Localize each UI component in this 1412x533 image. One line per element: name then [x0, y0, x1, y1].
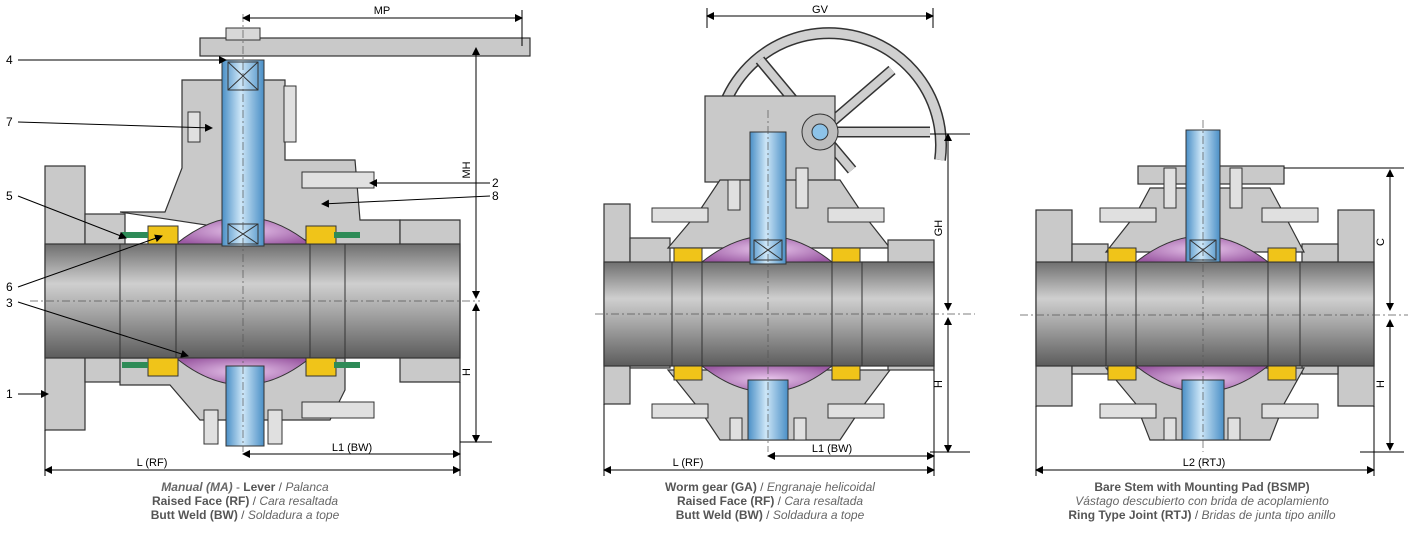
caption-2-line3b: Soldadura a tope: [772, 508, 865, 522]
caption-lever: Manual (MA) - Lever / Palanca Raised Fac…: [150, 480, 340, 522]
caption-3-line3a: Ring Type Joint (RTJ): [1068, 508, 1192, 522]
callout-5: 5: [6, 189, 13, 203]
dim-gh: GH: [933, 220, 945, 237]
callout-3: 3: [6, 296, 13, 310]
valve-bare-stem-drawing: C H L2 (RTJ): [1020, 120, 1408, 476]
caption-2-line2a: Raised Face (RF): [676, 494, 775, 508]
callout-7: 7: [6, 115, 13, 129]
caption-3-line1: Bare Stem with Mounting Pad (BSMP): [1094, 480, 1310, 494]
dim-l-rf-1: L (RF): [137, 457, 168, 469]
callout-2: 2: [492, 176, 499, 190]
caption-2-line2b: Cara resaltada: [784, 494, 864, 508]
caption-1-line1b: Lever: [243, 480, 276, 494]
caption-bare-stem: Bare Stem with Mounting Pad (BSMP) Vásta…: [1068, 480, 1336, 522]
caption-1-line3a: Butt Weld (BW): [150, 508, 238, 522]
caption-gear: Worm gear (GA) / Engranaje helicoidal Ra…: [665, 480, 875, 522]
caption-1-line3b: Soldadura a tope: [247, 508, 340, 522]
dim-h-2: H: [933, 380, 945, 388]
dim-mh: MH: [461, 161, 473, 178]
caption-1-line1c: Palanca: [285, 480, 329, 494]
valve-lever-drawing: MP MH H L (RF) L1 (BW) 4 7 5 6 3 1 2 8: [6, 5, 531, 476]
callout-6: 6: [6, 280, 13, 294]
dim-mp: MP: [374, 5, 391, 17]
caption-1-line2b: Cara resaltada: [259, 494, 339, 508]
dim-h-3: H: [1375, 380, 1387, 388]
caption-3-line3b: Bridas de junta tipo anillo: [1201, 508, 1336, 522]
caption-2-line1a: Worm gear (GA): [665, 480, 757, 494]
dim-l-rf-2: L (RF): [673, 457, 704, 469]
callout-1: 1: [6, 387, 13, 401]
dim-c: C: [1375, 238, 1387, 246]
caption-2-line1b: Engranaje helicoidal: [766, 480, 875, 494]
dim-l2-rtj: L2 (RTJ): [1183, 457, 1226, 469]
dim-l1-bw-1: L1 (BW): [332, 442, 372, 454]
caption-2-line3a: Butt Weld (BW): [675, 508, 763, 522]
dim-gv: GV: [812, 4, 829, 16]
dim-h-1: H: [461, 368, 473, 376]
caption-3-line2: Vástago descubierto con brida de acoplam…: [1075, 494, 1329, 508]
callout-8: 8: [492, 189, 499, 203]
caption-1-sep: -: [232, 480, 244, 494]
valve-gear-drawing: GV GH H L (RF) L1 (BW): [595, 4, 975, 476]
caption-1-line2a: Raised Face (RF): [151, 494, 250, 508]
dim-l1-bw-2: L1 (BW): [812, 443, 852, 455]
caption-1-line1a: Manual (MA): [161, 480, 233, 494]
caption-1-slash: /: [275, 480, 286, 494]
callout-4: 4: [6, 53, 13, 67]
